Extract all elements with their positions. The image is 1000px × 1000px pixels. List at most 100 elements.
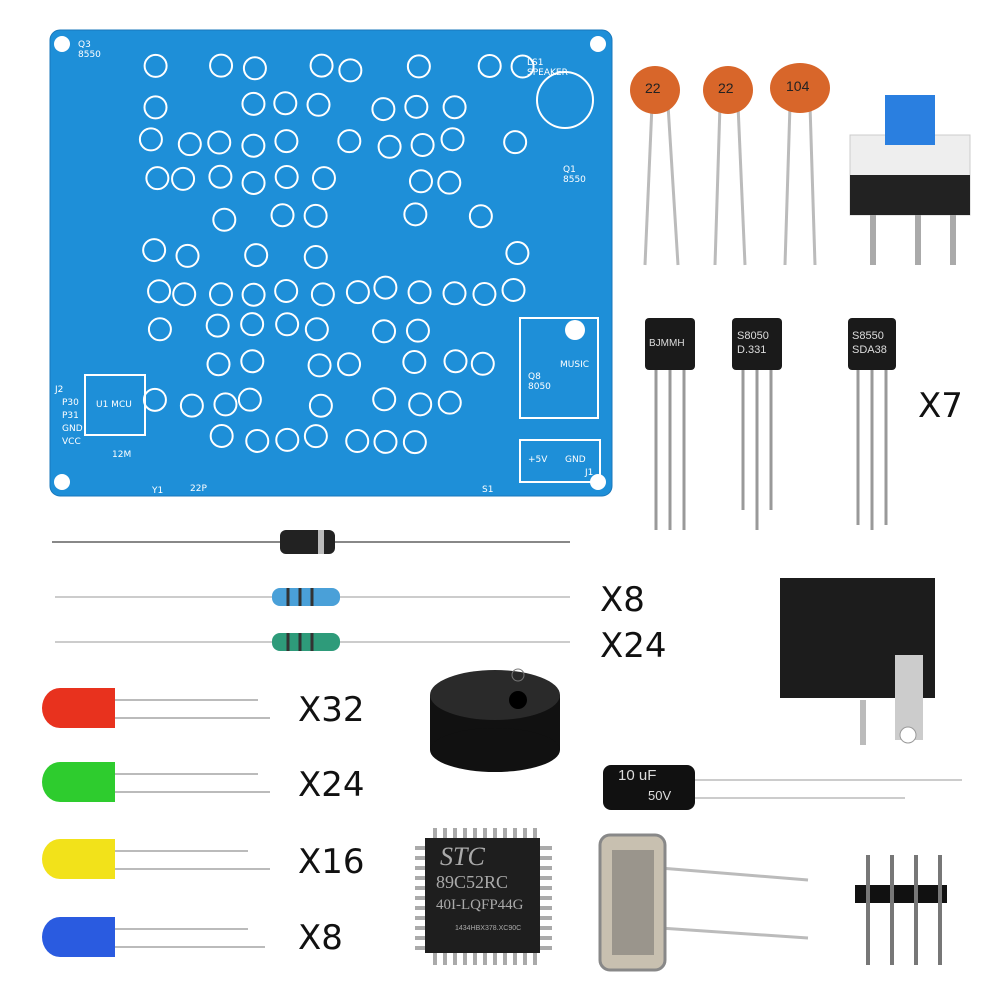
chip-pin (540, 906, 552, 910)
pcb-led-footprint (442, 281, 467, 306)
pcb-label-5v: +5V (528, 455, 548, 465)
pcb-led-footprint (147, 317, 172, 342)
transistor-label: S8050 (737, 330, 769, 342)
pcb-led-footprint (270, 203, 295, 228)
pcb-led-footprint (402, 430, 427, 455)
pcb-led-footprint (145, 166, 170, 191)
chip-pin (415, 916, 427, 920)
pcb-label-vcc: VCC (62, 437, 81, 447)
mcu-chip (415, 828, 552, 965)
chip-pin (523, 953, 527, 965)
red-led-quantity: X32 (298, 690, 365, 730)
pcb-led-footprint (175, 243, 200, 268)
pcb-led-footprint (468, 204, 493, 229)
pcb-label-j2: J2 (55, 385, 64, 395)
chip-pin (473, 953, 477, 965)
pcb-led-footprint (437, 390, 462, 415)
pcb-label-gnd2: GND (565, 455, 586, 465)
pcb-led-footprint (205, 313, 230, 338)
chip-pin (453, 828, 457, 840)
pcb-led-footprint (505, 241, 530, 266)
pcb-led-footprint (310, 282, 335, 307)
pcb-led-footprint (404, 94, 429, 119)
chip-pin (540, 916, 552, 920)
pcb-led-footprint (172, 282, 197, 307)
pcb-led-footprint (209, 53, 234, 78)
pcb-led-footprint (177, 132, 202, 157)
pcb-led-footprint (406, 54, 431, 79)
chip-pin (443, 953, 447, 965)
chip-pin (540, 856, 552, 860)
capacitor-value: 10 uF (618, 767, 657, 784)
pcb-led-footprint (373, 429, 398, 454)
pcb-led-footprint (147, 279, 172, 304)
pcb-led-footprint (138, 127, 163, 152)
pcb-led-footprint (213, 392, 238, 417)
pcb-led-footprint (338, 58, 363, 83)
pcb-label-q3: Q3 8550 (78, 40, 101, 60)
pcb-led-footprint (303, 203, 328, 228)
pcb-led-footprint (377, 134, 402, 159)
chip-pin (453, 953, 457, 965)
pcb-label-p30: P30 (62, 398, 79, 408)
pcb-led-footprint (241, 91, 266, 116)
pcb-led-footprint (408, 169, 433, 194)
pcb-label-gnd: GND (62, 424, 83, 434)
pcb-led-footprint (241, 282, 266, 307)
pcb-led-footprint (208, 164, 233, 189)
pcb-led-footprint (337, 129, 362, 154)
pcb-led-footprint (503, 130, 528, 155)
transistor-label: SDA38 (852, 344, 887, 356)
mcu-footprint (84, 374, 146, 436)
ceramic-capacitors (630, 63, 830, 266)
pcb-led-footprint (208, 282, 233, 307)
pcb-led-footprint (311, 166, 336, 191)
chip-pin (415, 866, 427, 870)
pcb-led-footprint (410, 132, 435, 157)
pcb-led-footprint (179, 393, 204, 418)
pcb-led-footprint (501, 277, 526, 302)
chip-pin (433, 828, 437, 840)
pcb-label-q8: Q8 8050 (528, 372, 551, 392)
capacitor-label: 22 (718, 80, 734, 96)
chip-pin (493, 953, 497, 965)
pcb-label-q1: Q1 8550 (563, 165, 586, 185)
chip-pin (503, 828, 507, 840)
chip-pin (415, 856, 427, 860)
pcb-led-footprint (237, 387, 262, 412)
pcb-led-footprint (303, 424, 328, 449)
green-led-quantity: X24 (298, 765, 365, 805)
chip-pin (540, 936, 552, 940)
leds (42, 688, 270, 957)
chip-pin (433, 953, 437, 965)
transistor-label: D.331 (737, 344, 767, 356)
pcb-led-footprint (308, 393, 333, 418)
pcb-label-p31: P31 (62, 411, 79, 421)
pcb-led-footprint (143, 95, 168, 120)
dc-jack (780, 578, 935, 745)
pcb-led-footprint (274, 165, 299, 190)
pcb-led-footprint (143, 53, 168, 78)
capacitor-voltage: 50V (648, 788, 672, 803)
pcb-led-footprint (241, 133, 266, 158)
chip-pin (415, 936, 427, 940)
pcb-led-footprint (372, 319, 397, 344)
pcb-led-footprint (142, 238, 167, 263)
pcb-led-footprint (372, 387, 397, 412)
pcb-led-footprint (240, 312, 265, 337)
chip-pin (415, 926, 427, 930)
chip-pin (513, 953, 517, 965)
chip-pin (415, 846, 427, 850)
transistor-quantity: X7 (918, 386, 963, 426)
chip-package: 40I-LQFP44G (436, 897, 524, 913)
pcb-led-footprint (207, 130, 232, 155)
pcb-led-footprint (440, 127, 465, 152)
capacitor-label: 104 (786, 78, 810, 94)
crystal-oscillator (598, 833, 809, 972)
pcb-led-footprint (209, 423, 234, 448)
chip-pin (533, 828, 537, 840)
chip-pin (513, 828, 517, 840)
pcb-led-footprint (437, 170, 462, 195)
pcb-led-footprint (373, 275, 398, 300)
